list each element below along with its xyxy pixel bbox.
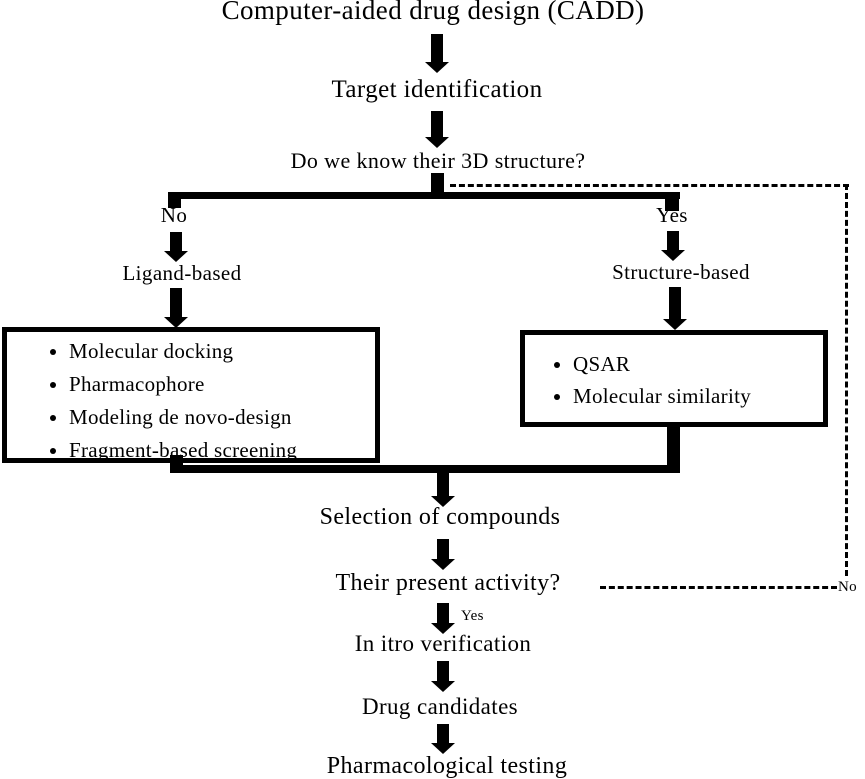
branch-nub-right [665, 192, 679, 211]
page-title: Computer-aided drug design (CADD) [221, 0, 645, 25]
node-3d-question: Do we know their 3D structure? [290, 148, 586, 173]
down-arrow-icon [431, 539, 455, 570]
ligand-methods-box: Molecular docking Pharmacophore Modeling… [2, 327, 380, 463]
down-arrow-icon [431, 724, 455, 754]
list-item: Molecular docking [69, 335, 375, 368]
node-drug-candidates: Drug candidates [361, 694, 519, 719]
list-item: Pharmacophore [69, 368, 375, 401]
label-yes-small: Yes [461, 608, 484, 624]
list-item: Modeling de novo-design [69, 401, 375, 434]
down-arrow-icon [431, 473, 455, 507]
ligand-methods-list: Molecular docking Pharmacophore Modeling… [7, 332, 375, 467]
structure-methods-list: QSAR Molecular similarity [525, 335, 823, 412]
node-pharmacological-testing: Pharmacological testing [326, 753, 568, 779]
down-arrow-icon [425, 34, 449, 73]
list-item: QSAR [573, 348, 823, 380]
connector-line [431, 173, 444, 197]
node-structure-based: Structure-based [612, 260, 750, 284]
node-ligand-based: Ligand-based [122, 261, 242, 285]
label-no-feedback: No [838, 579, 857, 595]
list-item: Molecular similarity [573, 380, 823, 412]
down-arrow-icon [431, 603, 455, 634]
node-invitro-verification: In itro verification [354, 631, 532, 656]
connector-line [667, 424, 680, 468]
list-item: Fragment-based screening [69, 434, 375, 467]
node-target-identification: Target identification [331, 76, 543, 103]
branch-nub-left [168, 192, 181, 208]
down-arrow-icon [425, 111, 449, 148]
feedback-dashed-line-bottom [600, 586, 837, 589]
down-arrow-icon [661, 231, 685, 261]
down-arrow-icon [431, 661, 455, 692]
label-yes: Yes [656, 203, 688, 227]
node-activity-question: Their present activity? [335, 570, 561, 596]
feedback-dashed-line-vertical [845, 184, 848, 576]
down-arrow-icon [164, 288, 188, 328]
down-arrow-icon [663, 287, 687, 330]
branch-line [168, 192, 680, 199]
node-selection: Selection of compounds [319, 504, 561, 530]
merge-line [170, 465, 680, 473]
structure-methods-box: QSAR Molecular similarity [520, 330, 828, 427]
label-no: No [160, 203, 188, 227]
feedback-dashed-line-top [450, 184, 849, 187]
down-arrow-icon [164, 232, 188, 262]
